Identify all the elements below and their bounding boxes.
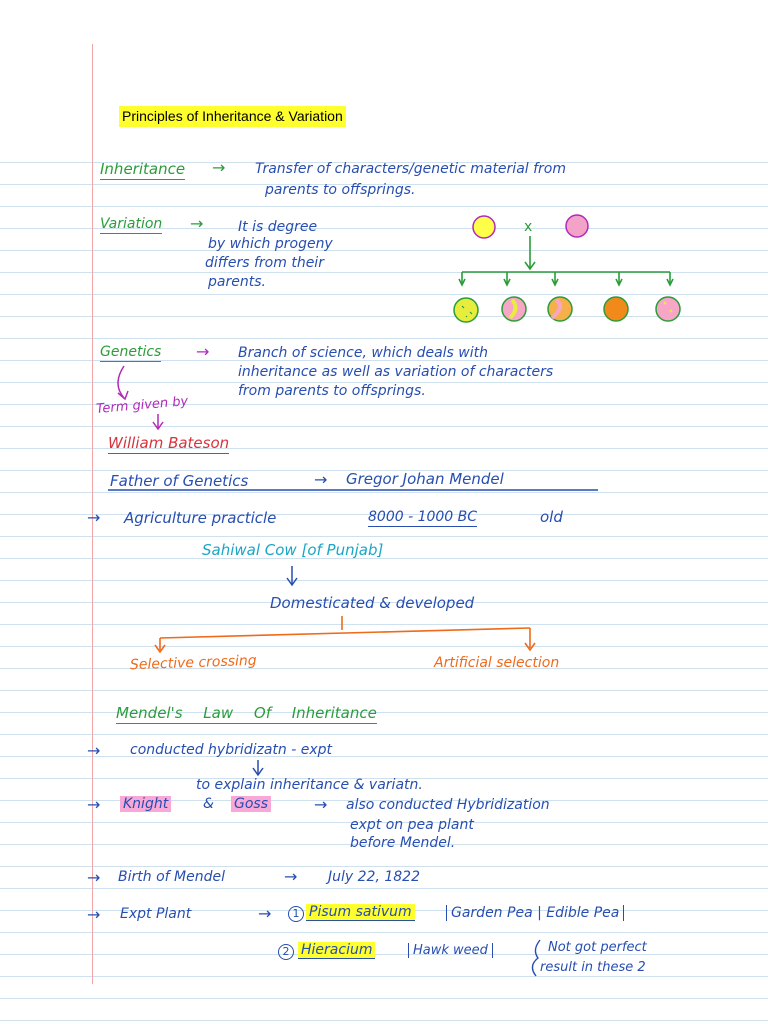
agriculture-old: old (540, 508, 563, 526)
offspring-1 (453, 297, 479, 323)
variation-def-2: by which progeny (208, 236, 333, 252)
birth-date: July 22, 1822 (328, 869, 420, 885)
pisum-common-names: Garden Pea | Edible Pea (446, 905, 625, 921)
agriculture-arrow: → (87, 508, 101, 527)
plant-arrow-1: → (87, 905, 101, 924)
genetics-curve-arrow (117, 365, 125, 399)
artificial-selection: Artificial selection (434, 655, 560, 671)
also-line-2: expt on pea plant (350, 817, 474, 833)
note-line-1: Not got perfect (548, 940, 647, 955)
father-arrow: → (314, 470, 328, 489)
margin-line (92, 44, 93, 984)
father-label: Father of Genetics (110, 472, 249, 490)
birth-label: Birth of Mendel (118, 869, 225, 885)
cross-x: x (524, 219, 533, 235)
inheritance-arrow: → (212, 158, 226, 177)
inheritance-term: Inheritance (100, 160, 186, 180)
offspring-2 (501, 296, 527, 322)
mendel-arrow-3: → (314, 795, 328, 814)
variation-def-4: parents. (208, 274, 266, 290)
offspring-5 (655, 296, 681, 322)
cross-p1-label: P1 (476, 219, 489, 230)
birth-arrow-1: → (87, 868, 101, 887)
term-given-by: Term given by (95, 394, 189, 417)
knight-highlight: Knight (120, 796, 172, 812)
agriculture-years: 8000 - 1000 BC (368, 509, 478, 527)
genetics-def-2: inheritance as well as variation of char… (238, 364, 554, 380)
inheritance-def-1: Transfer of characters/genetic material … (255, 161, 566, 177)
also-line-3: before Mendel. (350, 835, 456, 851)
mendel-arrow-1: → (87, 741, 101, 760)
pisum-sativum: Pisum sativum (306, 904, 415, 921)
page-title: Principles of Inheritance & Variation (119, 106, 346, 127)
offspring-3 (547, 296, 573, 322)
genetics-def-3: from parents to offsprings. (238, 383, 426, 399)
genetics-arrow: → (196, 342, 210, 361)
mendel-line-1: conducted hybridizatn - expt (130, 742, 333, 758)
genetics-term: Genetics (100, 344, 162, 362)
note-line-2: result in these 2 (540, 960, 646, 975)
offspring-4 (603, 296, 629, 322)
mendel-arrow-2: → (87, 795, 101, 814)
selective-crossing: Selective crossing (129, 652, 257, 674)
plant-label: Expt Plant (120, 906, 192, 922)
cross-p2-label: P2 (571, 219, 584, 230)
also-line-1: also conducted Hybridization (346, 797, 550, 813)
plant-arrow-2: → (258, 904, 272, 923)
variation-arrow: → (190, 214, 204, 233)
birth-arrow-2: → (284, 867, 298, 886)
mendel-line-2: to explain inheritance & variatn. (196, 777, 423, 793)
variation-def-1: It is degree (238, 219, 318, 235)
plant-number-1: 1 (288, 906, 304, 922)
agriculture-text: Agriculture practicle (124, 509, 277, 527)
hieracium-common-name: Hawk weed (408, 943, 493, 958)
variation-term: Variation (100, 216, 163, 234)
mendel-law-heading: Mendel's Law Of Inheritance (116, 704, 377, 724)
father-name: Gregor Johan Mendel (346, 470, 504, 488)
domesticated-text: Domesticated & developed (270, 594, 475, 612)
knight-goss-and: & (203, 796, 214, 812)
cross-tree (458, 236, 674, 287)
goss-highlight: Goss (231, 796, 272, 812)
variation-def-3: differs from their (205, 255, 324, 271)
hieracium: Hieracium (298, 942, 376, 959)
william-bateson: William Bateson (108, 434, 230, 454)
domesticated-branches (154, 616, 536, 654)
note-brace (531, 939, 541, 977)
genetics-def-1: Branch of science, which deals with (238, 345, 489, 361)
sahiwal-cow: Sahiwal Cow [of Punjab] (202, 541, 384, 559)
plant-number-2: 2 (278, 944, 294, 960)
inheritance-def-2: parents to offsprings. (265, 182, 416, 198)
